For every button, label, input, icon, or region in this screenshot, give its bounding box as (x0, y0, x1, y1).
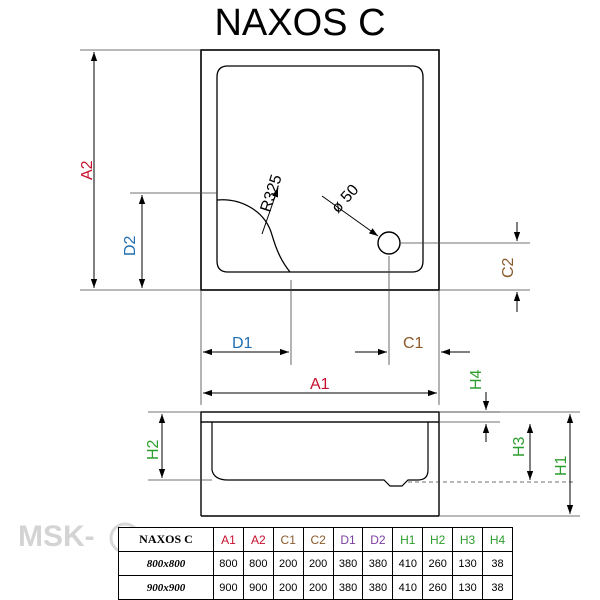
c2-label: C2 (500, 257, 517, 278)
table-header-cell: D2 (362, 527, 394, 552)
table-header-cell: D1 (332, 527, 364, 552)
table-header-cell: C2 (302, 527, 334, 552)
table-header-cell: C1 (272, 527, 304, 552)
table-header-cell: H3 (452, 527, 484, 552)
radius-label: R325 (258, 173, 286, 215)
table-cell: 200 (302, 575, 334, 600)
table-cell: 380 (362, 575, 394, 600)
table-cell: 260 (422, 551, 454, 576)
table-cell: 800 (213, 551, 244, 576)
table-cell: 130 (452, 575, 484, 600)
table-cell: 200 (302, 551, 334, 576)
a1-label: A1 (310, 376, 330, 393)
table-header-cell: A2 (242, 527, 274, 552)
table-cell: 900 (242, 575, 274, 600)
diameter-label: ø 50 (328, 181, 362, 216)
table-model-cell: NAXOS C (118, 527, 214, 552)
table-header-cell: H2 (422, 527, 454, 552)
table-cell: 380 (332, 575, 364, 600)
table-cell: 200 (272, 551, 304, 576)
table-cell: 410 (392, 575, 424, 600)
a2-label: A2 (79, 160, 96, 180)
tray-inner-basin (216, 65, 424, 273)
table-cell: 260 (422, 575, 454, 600)
section-view: H4 H3 H1 H2 (145, 369, 580, 517)
table-header-cell: A1 (213, 527, 244, 552)
h3-label: H3 (511, 436, 528, 457)
table-size-cell: 900x900 (118, 575, 214, 600)
tray-rim (200, 411, 440, 423)
tray-outline (200, 49, 440, 291)
d1-label: D1 (232, 335, 253, 352)
c1-label: C1 (403, 335, 424, 352)
h1-label: H1 (553, 455, 570, 476)
table-cell: 200 (272, 575, 304, 600)
plan-view: R325 ø 50 A2 D2 C2 D1 C1 A1 (79, 49, 530, 405)
table-cell: 410 (392, 551, 424, 576)
table-header-row: NAXOS C A1 A2 C1 C2 D1 D2 H1 H2 H3 H4 (118, 527, 513, 552)
watermark-text: MSK- (18, 520, 95, 553)
table-cell: 800 (242, 551, 274, 576)
table-row: 900x900 900 900 200 200 380 380 410 260 … (118, 575, 513, 600)
table-header-cell: H1 (392, 527, 424, 552)
table-cell: 38 (482, 551, 513, 576)
table-cell: 900 (213, 575, 244, 600)
table-cell: 380 (332, 551, 364, 576)
dimensions-table: NAXOS C A1 A2 C1 C2 D1 D2 H1 H2 H3 H4 80… (118, 527, 513, 600)
drain-hole-icon (377, 231, 401, 255)
h4-label: H4 (468, 369, 485, 390)
table-cell: 380 (362, 551, 394, 576)
seat-curve (216, 199, 291, 273)
d2-label: D2 (122, 235, 139, 256)
tray-basin-section (211, 422, 429, 487)
h2-label: H2 (145, 439, 162, 460)
table-row: 800x800 800 800 200 200 380 380 410 260 … (118, 551, 513, 576)
table-size-cell: 800x800 (118, 551, 214, 576)
table-cell: 38 (482, 575, 513, 600)
table-cell: 130 (452, 551, 484, 576)
table-header-cell: H4 (482, 527, 513, 552)
page-title: NAXOS C (214, 2, 385, 44)
